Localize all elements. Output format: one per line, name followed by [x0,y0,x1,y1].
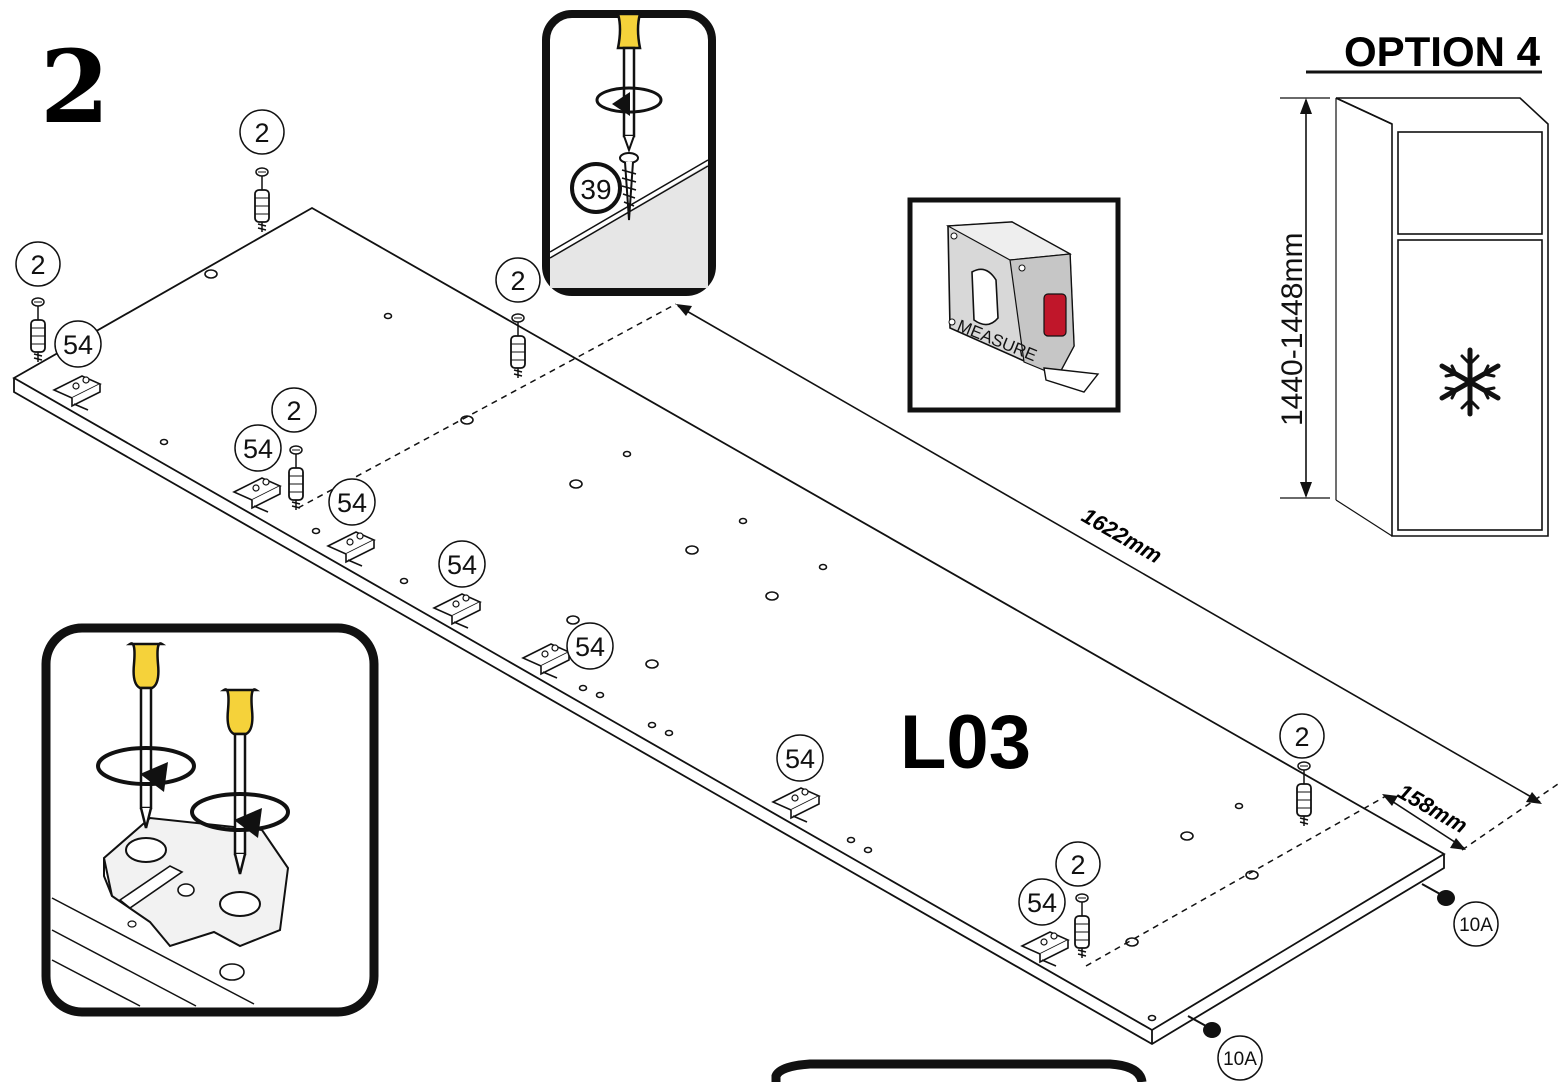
hinge-plate-label-1: 54 [63,330,93,360]
dowel-label-5: 2 [1294,722,1309,752]
dowel-labels: 2 2 2 2 2 2 [15,109,1325,887]
hinge-plate-label-5: 54 [575,632,605,662]
rotate-arrow-icon [595,86,663,116]
dowel-label-3: 2 [510,266,525,296]
dowel-label-6: 2 [1070,850,1085,880]
cap-labels: 10A 10A [1217,901,1499,1081]
hinge-plate-label-6: 54 [785,744,815,774]
dimension-offset-label: 158mm [1394,779,1472,839]
hinge-plate-label-3: 54 [337,488,367,518]
dimension-height-label: 1440-1448mm [1276,233,1309,426]
guide-line-top [297,303,677,509]
cap-label-1: 10A [1459,915,1493,936]
detail-screw-label: 39 [580,174,611,205]
hinge-plate-labels: 54 54 54 54 54 54 54 [54,320,1066,926]
screwdriver-icon [616,12,642,153]
hinge-plate-label-7: 54 [1027,888,1057,918]
cabinet-elevation [1335,97,1549,537]
hinge-plate-label-4: 54 [447,550,477,580]
tape-measure-box: MEASURE [907,197,1121,413]
dowel-label-2: 2 [30,250,45,280]
guide-line-edge [1461,783,1559,851]
hinge-plate-label-2: 54 [243,434,273,464]
dowel-label-1: 2 [254,118,269,148]
panel-label: L03 [900,700,1031,785]
tape-measure-icon [945,221,1100,393]
dimension-offset [1382,794,1466,850]
guide-line-bottom [1085,795,1387,967]
dowel-label-4: 2 [286,396,301,426]
cap-label-2: 10A [1223,1049,1257,1070]
snowflake-icon [1439,347,1501,417]
dimension-height [1280,97,1330,499]
detail-hinge-inset [41,623,379,1017]
dimension-length [676,304,1542,804]
dimension-length-label: 1622mm [1078,503,1167,569]
step-number: 2 [40,28,110,146]
next-detail-inset [771,1059,1147,1082]
panel-holes [159,269,1259,1022]
detail-screw-inset: 39 [542,10,716,296]
wood-screw-icon [619,152,639,221]
option-label: OPTION 4 [1344,28,1541,75]
panel-l03 [12,206,1446,1046]
rotate-arrow-icon [96,746,290,838]
